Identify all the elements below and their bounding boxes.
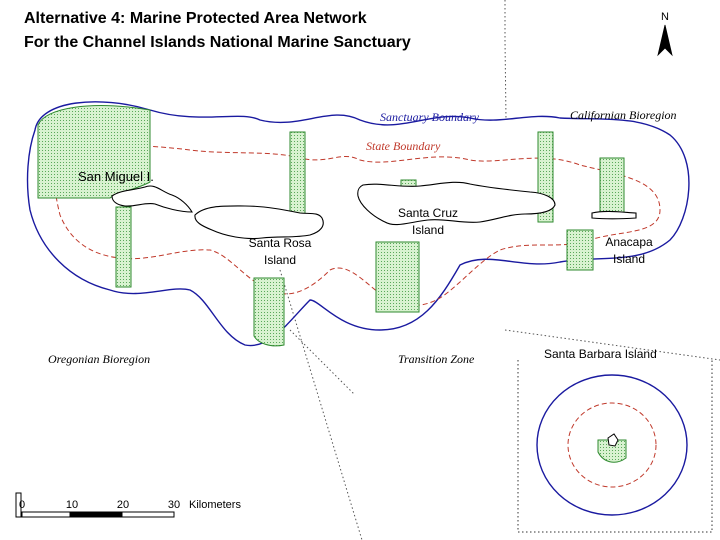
inset-sanctuary-boundary xyxy=(536,374,688,516)
scale-tick-0: 0 xyxy=(19,499,25,511)
bioregion-dividers xyxy=(279,0,720,540)
mpa-anacapa-south xyxy=(566,229,594,271)
mpa-santa-rosa-south xyxy=(253,277,285,347)
scale-tick-10: 10 xyxy=(66,499,78,511)
north-arrow: N xyxy=(657,11,673,57)
map-title-line-2: For the Channel Islands National Marine … xyxy=(24,34,411,51)
scale-bar-segment-1 xyxy=(21,511,71,518)
divider-east xyxy=(504,329,720,361)
north-arrow-label: N xyxy=(661,11,669,23)
santa-barbara-label: Santa Barbara Island xyxy=(544,347,657,361)
mpa-santa-barbara xyxy=(597,439,627,463)
scale-bar-left-cap xyxy=(15,492,22,518)
mpa-san-miguel xyxy=(37,105,151,199)
sanctuary-boundary-label: Sanctuary Boundary xyxy=(380,110,480,124)
santa-cruz-island xyxy=(357,181,556,226)
santa-rosa-island xyxy=(194,205,324,240)
scale-tick-20: 20 xyxy=(117,499,129,511)
anacapa-label-2: Island xyxy=(613,252,645,266)
scale-bar-segment-2 xyxy=(69,511,123,518)
santa-cruz-label-2: Island xyxy=(412,223,444,237)
santa-barbara-inset xyxy=(517,360,713,533)
marine-protected-areas xyxy=(37,105,625,347)
scale-unit-label: Kilometers xyxy=(189,499,241,511)
scale-bar: 0 10 20 30 Kilometers xyxy=(15,492,241,518)
oregonian-bioregion-label: Oregonian Bioregion xyxy=(48,352,150,366)
mpa-santa-rosa-north xyxy=(289,131,306,215)
san-miguel-label: San Miguel I. xyxy=(78,169,154,184)
inset-frame xyxy=(517,360,713,533)
santa-rosa-label-1: Santa Rosa xyxy=(249,236,312,250)
inset-state-boundary xyxy=(567,402,657,488)
state-boundary-label: State Boundary xyxy=(366,139,441,153)
island-outlines xyxy=(111,181,637,240)
divider-west-low xyxy=(289,329,356,396)
scale-tick-30: 30 xyxy=(168,499,180,511)
divider-top-vertical xyxy=(504,0,507,121)
californian-bioregion-label: Californian Bioregion xyxy=(570,108,677,122)
state-boundary xyxy=(54,145,661,306)
anacapa-label-1: Anacapa xyxy=(605,235,653,249)
mpa-santa-cruz-south xyxy=(375,241,420,313)
map-title-line-1: Alternative 4: Marine Protected Area Net… xyxy=(24,10,367,27)
anacapa-island xyxy=(591,210,637,220)
mpa-san-miguel-west-strip xyxy=(115,206,132,288)
scale-bar-segment-3 xyxy=(121,511,175,518)
san-miguel-island xyxy=(111,185,193,213)
santa-cruz-label-1: Santa Cruz xyxy=(398,206,458,220)
mpa-anacapa-north xyxy=(599,157,625,219)
santa-barbara-island-shape xyxy=(607,433,619,447)
transition-zone-label: Transition Zone xyxy=(398,352,475,366)
north-arrow-icon xyxy=(657,24,673,57)
santa-rosa-label-2: Island xyxy=(264,253,296,267)
divider-west-diagonal xyxy=(279,269,363,540)
